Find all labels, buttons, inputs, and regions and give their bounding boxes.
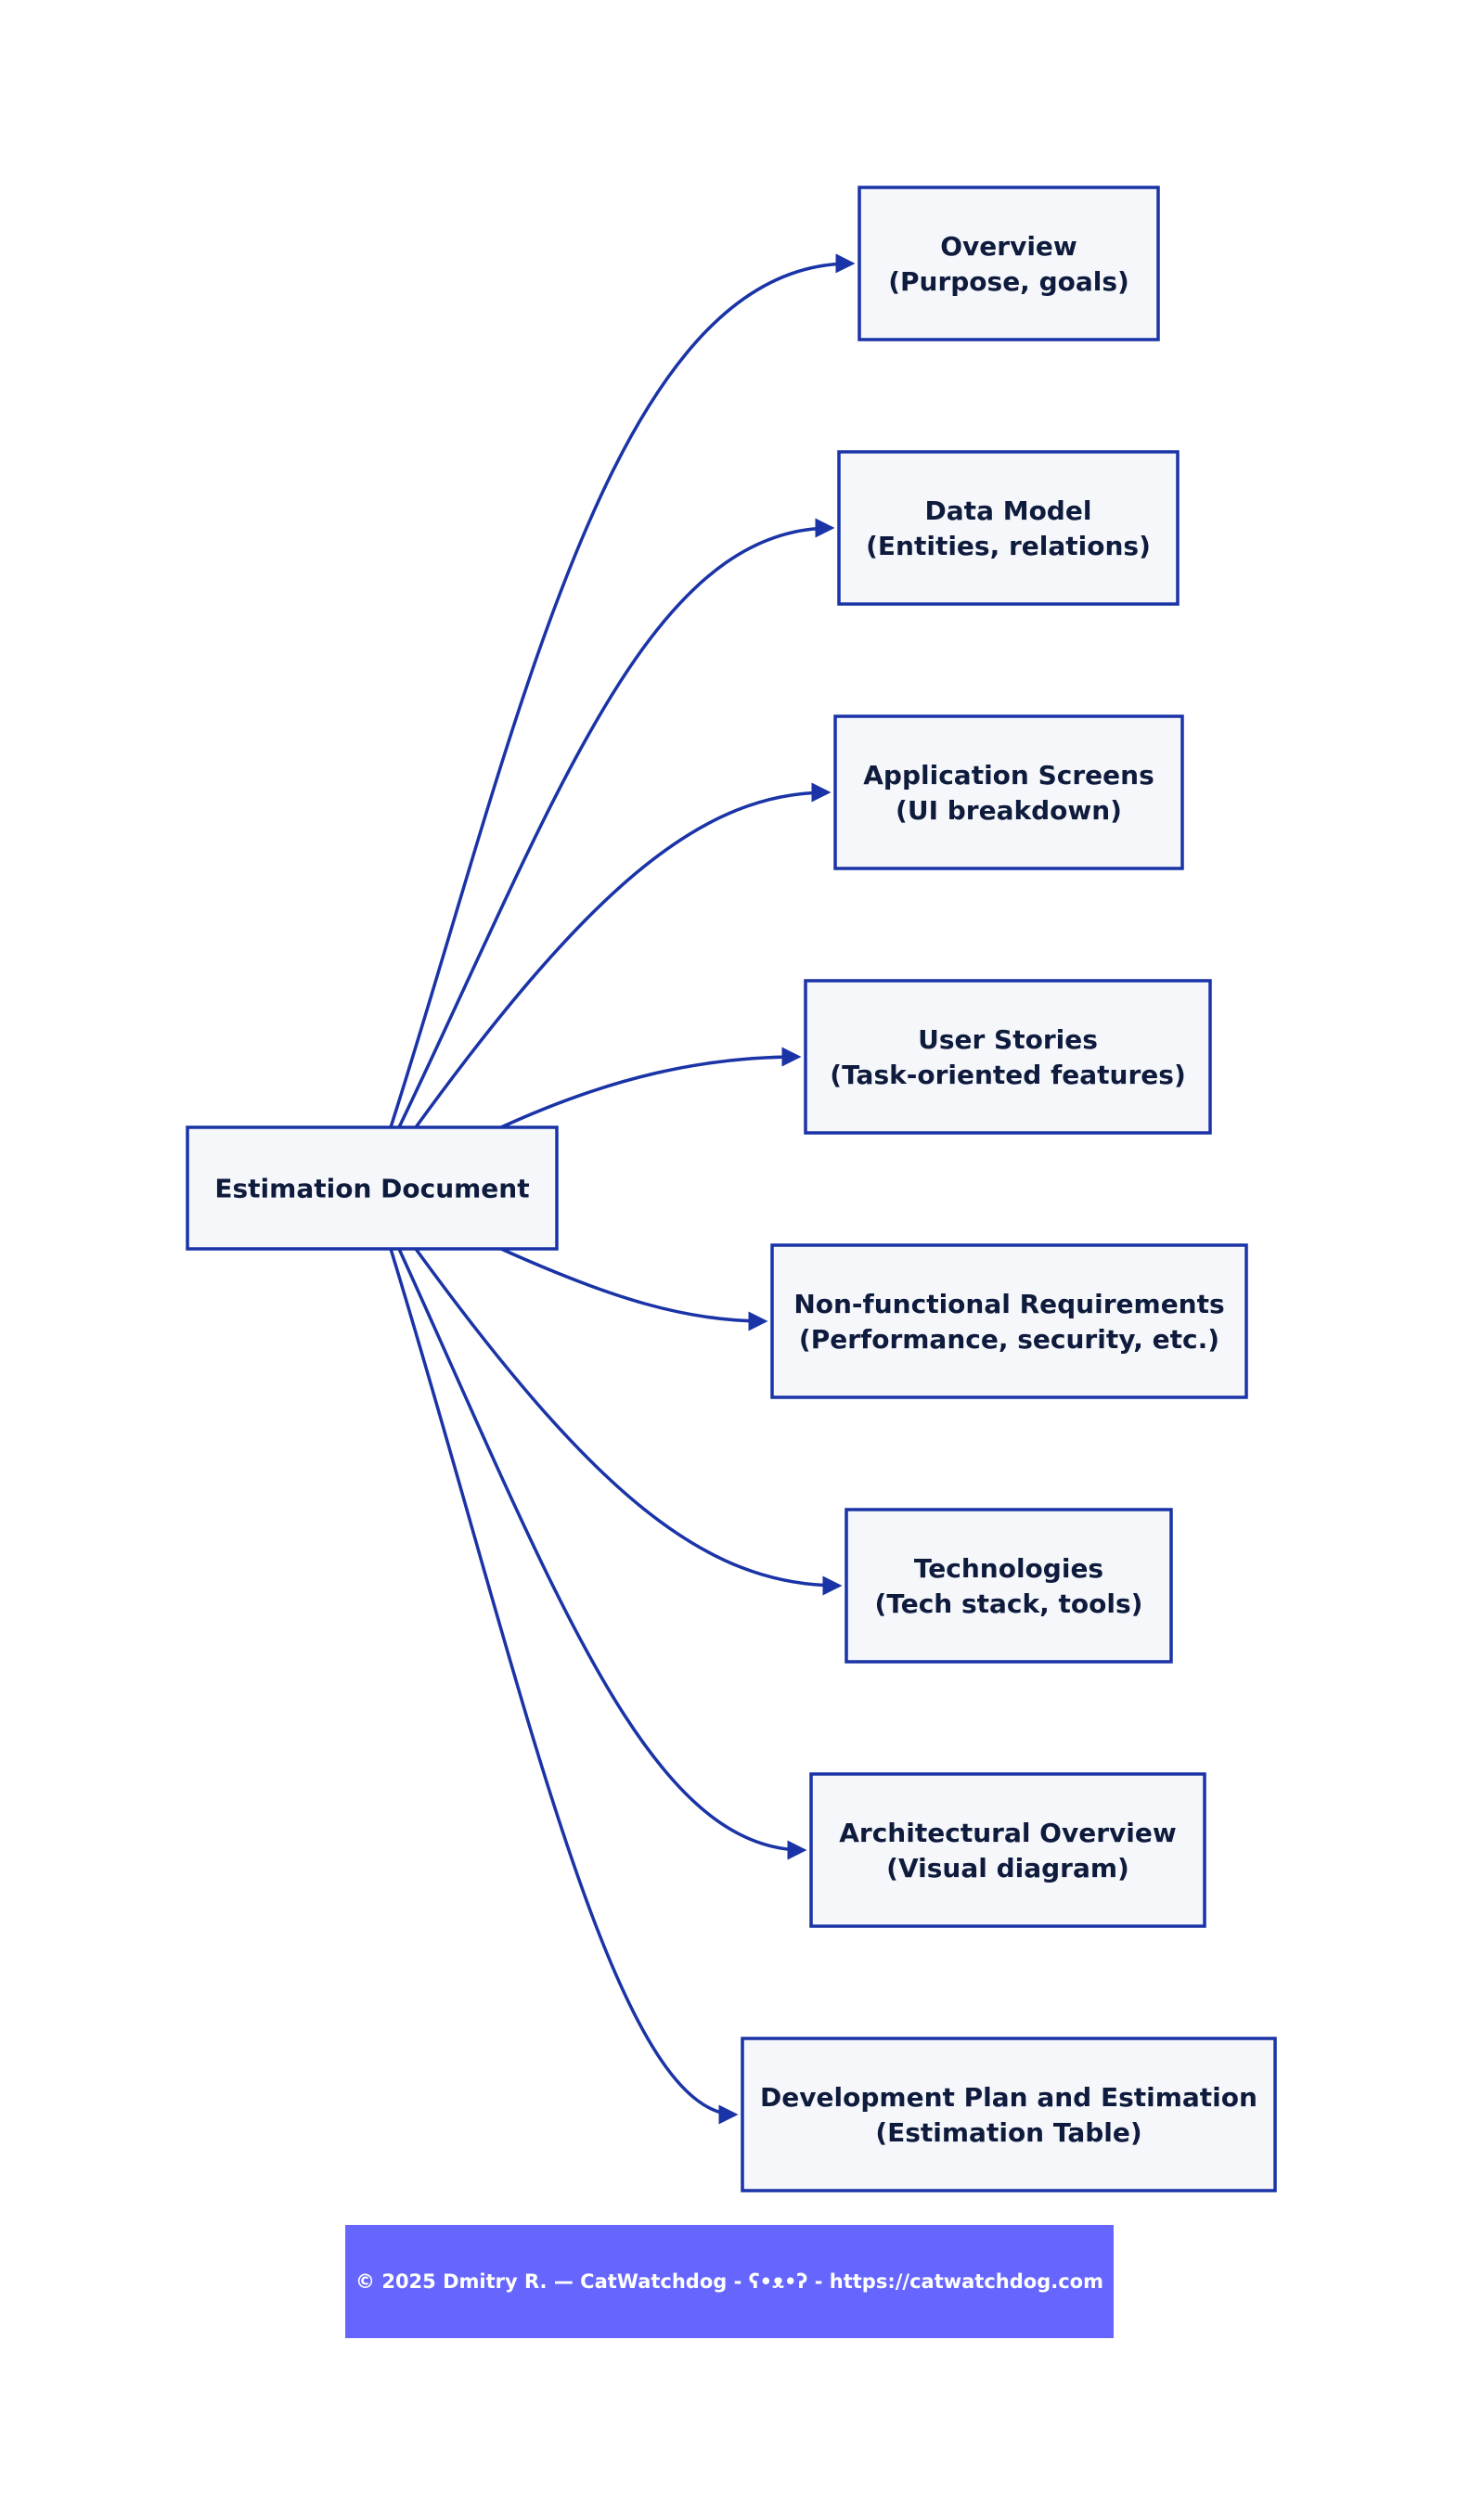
- node-title: Non-functional Requirements: [793, 1289, 1224, 1319]
- node-application-screens: Application Screens (UI breakdown): [833, 714, 1184, 870]
- node-subtitle: (Task-oriented features): [830, 1060, 1185, 1090]
- node-box: [804, 979, 1212, 1135]
- edge-to-application-screens: [414, 782, 832, 1129]
- node-title: User Stories: [918, 1024, 1098, 1055]
- node-subtitle: (Visual diagram): [886, 1853, 1129, 1884]
- node-subtitle: (Performance, security, etc.): [799, 1324, 1219, 1355]
- copyright-footer: © 2025 Dmitry R. — CatWatchdog - ʕ•ᴥ•ʔ -…: [345, 2225, 1114, 2338]
- node-subtitle: (Estimation Table): [875, 2117, 1141, 2148]
- node-box: [809, 1772, 1206, 1928]
- edges-layer: [389, 253, 856, 2125]
- node-overview: Overview (Purpose, goals): [857, 186, 1160, 341]
- node-data-model: Data Model (Entities, relations): [837, 450, 1180, 606]
- node-box: [857, 186, 1160, 341]
- edge-to-data-model: [397, 518, 835, 1128]
- node-technologies: Technologies (Tech stack, tools): [845, 1508, 1173, 1664]
- node-subtitle: (Tech stack, tools): [875, 1588, 1143, 1619]
- edge-to-architectural-overview: [397, 1248, 807, 1860]
- node-box: [741, 2037, 1277, 2192]
- node-title: Data Model: [925, 495, 1092, 526]
- edge-to-development-plan: [389, 1248, 739, 2125]
- node-title: Overview: [940, 231, 1077, 262]
- node-subtitle: (Entities, relations): [866, 531, 1151, 561]
- node-label: Estimation Document: [214, 1174, 529, 1204]
- node-box: [845, 1508, 1173, 1664]
- node-title: Technologies: [914, 1553, 1103, 1584]
- edge-to-user-stories: [500, 1047, 802, 1129]
- edge-to-overview: [389, 253, 856, 1128]
- node-architectural-overview: Architectural Overview (Visual diagram): [809, 1772, 1206, 1928]
- node-non-functional-requirements: Non-functional Requirements (Performance,…: [770, 1243, 1248, 1399]
- nodes-layer: Estimation Document Overview (Purpose, goa…: [186, 186, 1277, 2192]
- node-development-plan: Development Plan and Estimation (Estimati…: [741, 2037, 1277, 2192]
- node-user-stories: User Stories (Task-oriented features): [804, 979, 1212, 1135]
- node-box: [186, 1125, 559, 1251]
- node-title: Application Screens: [863, 760, 1154, 791]
- node-subtitle: (UI breakdown): [896, 795, 1122, 826]
- node-box: [770, 1243, 1248, 1399]
- node-subtitle: (Purpose, goals): [888, 266, 1129, 297]
- node-title: Development Plan and Estimation: [760, 2082, 1257, 2113]
- edge-to-non-functional-requirements: [500, 1247, 768, 1331]
- node-estimation-document: Estimation Document: [186, 1125, 559, 1251]
- node-title: Architectural Overview: [839, 1818, 1177, 1848]
- edge-to-technologies: [414, 1247, 843, 1596]
- node-box: [837, 450, 1180, 606]
- footer-text: © 2025 Dmitry R. — CatWatchdog - ʕ•ᴥ•ʔ -…: [355, 2269, 1103, 2293]
- node-box: [833, 714, 1184, 870]
